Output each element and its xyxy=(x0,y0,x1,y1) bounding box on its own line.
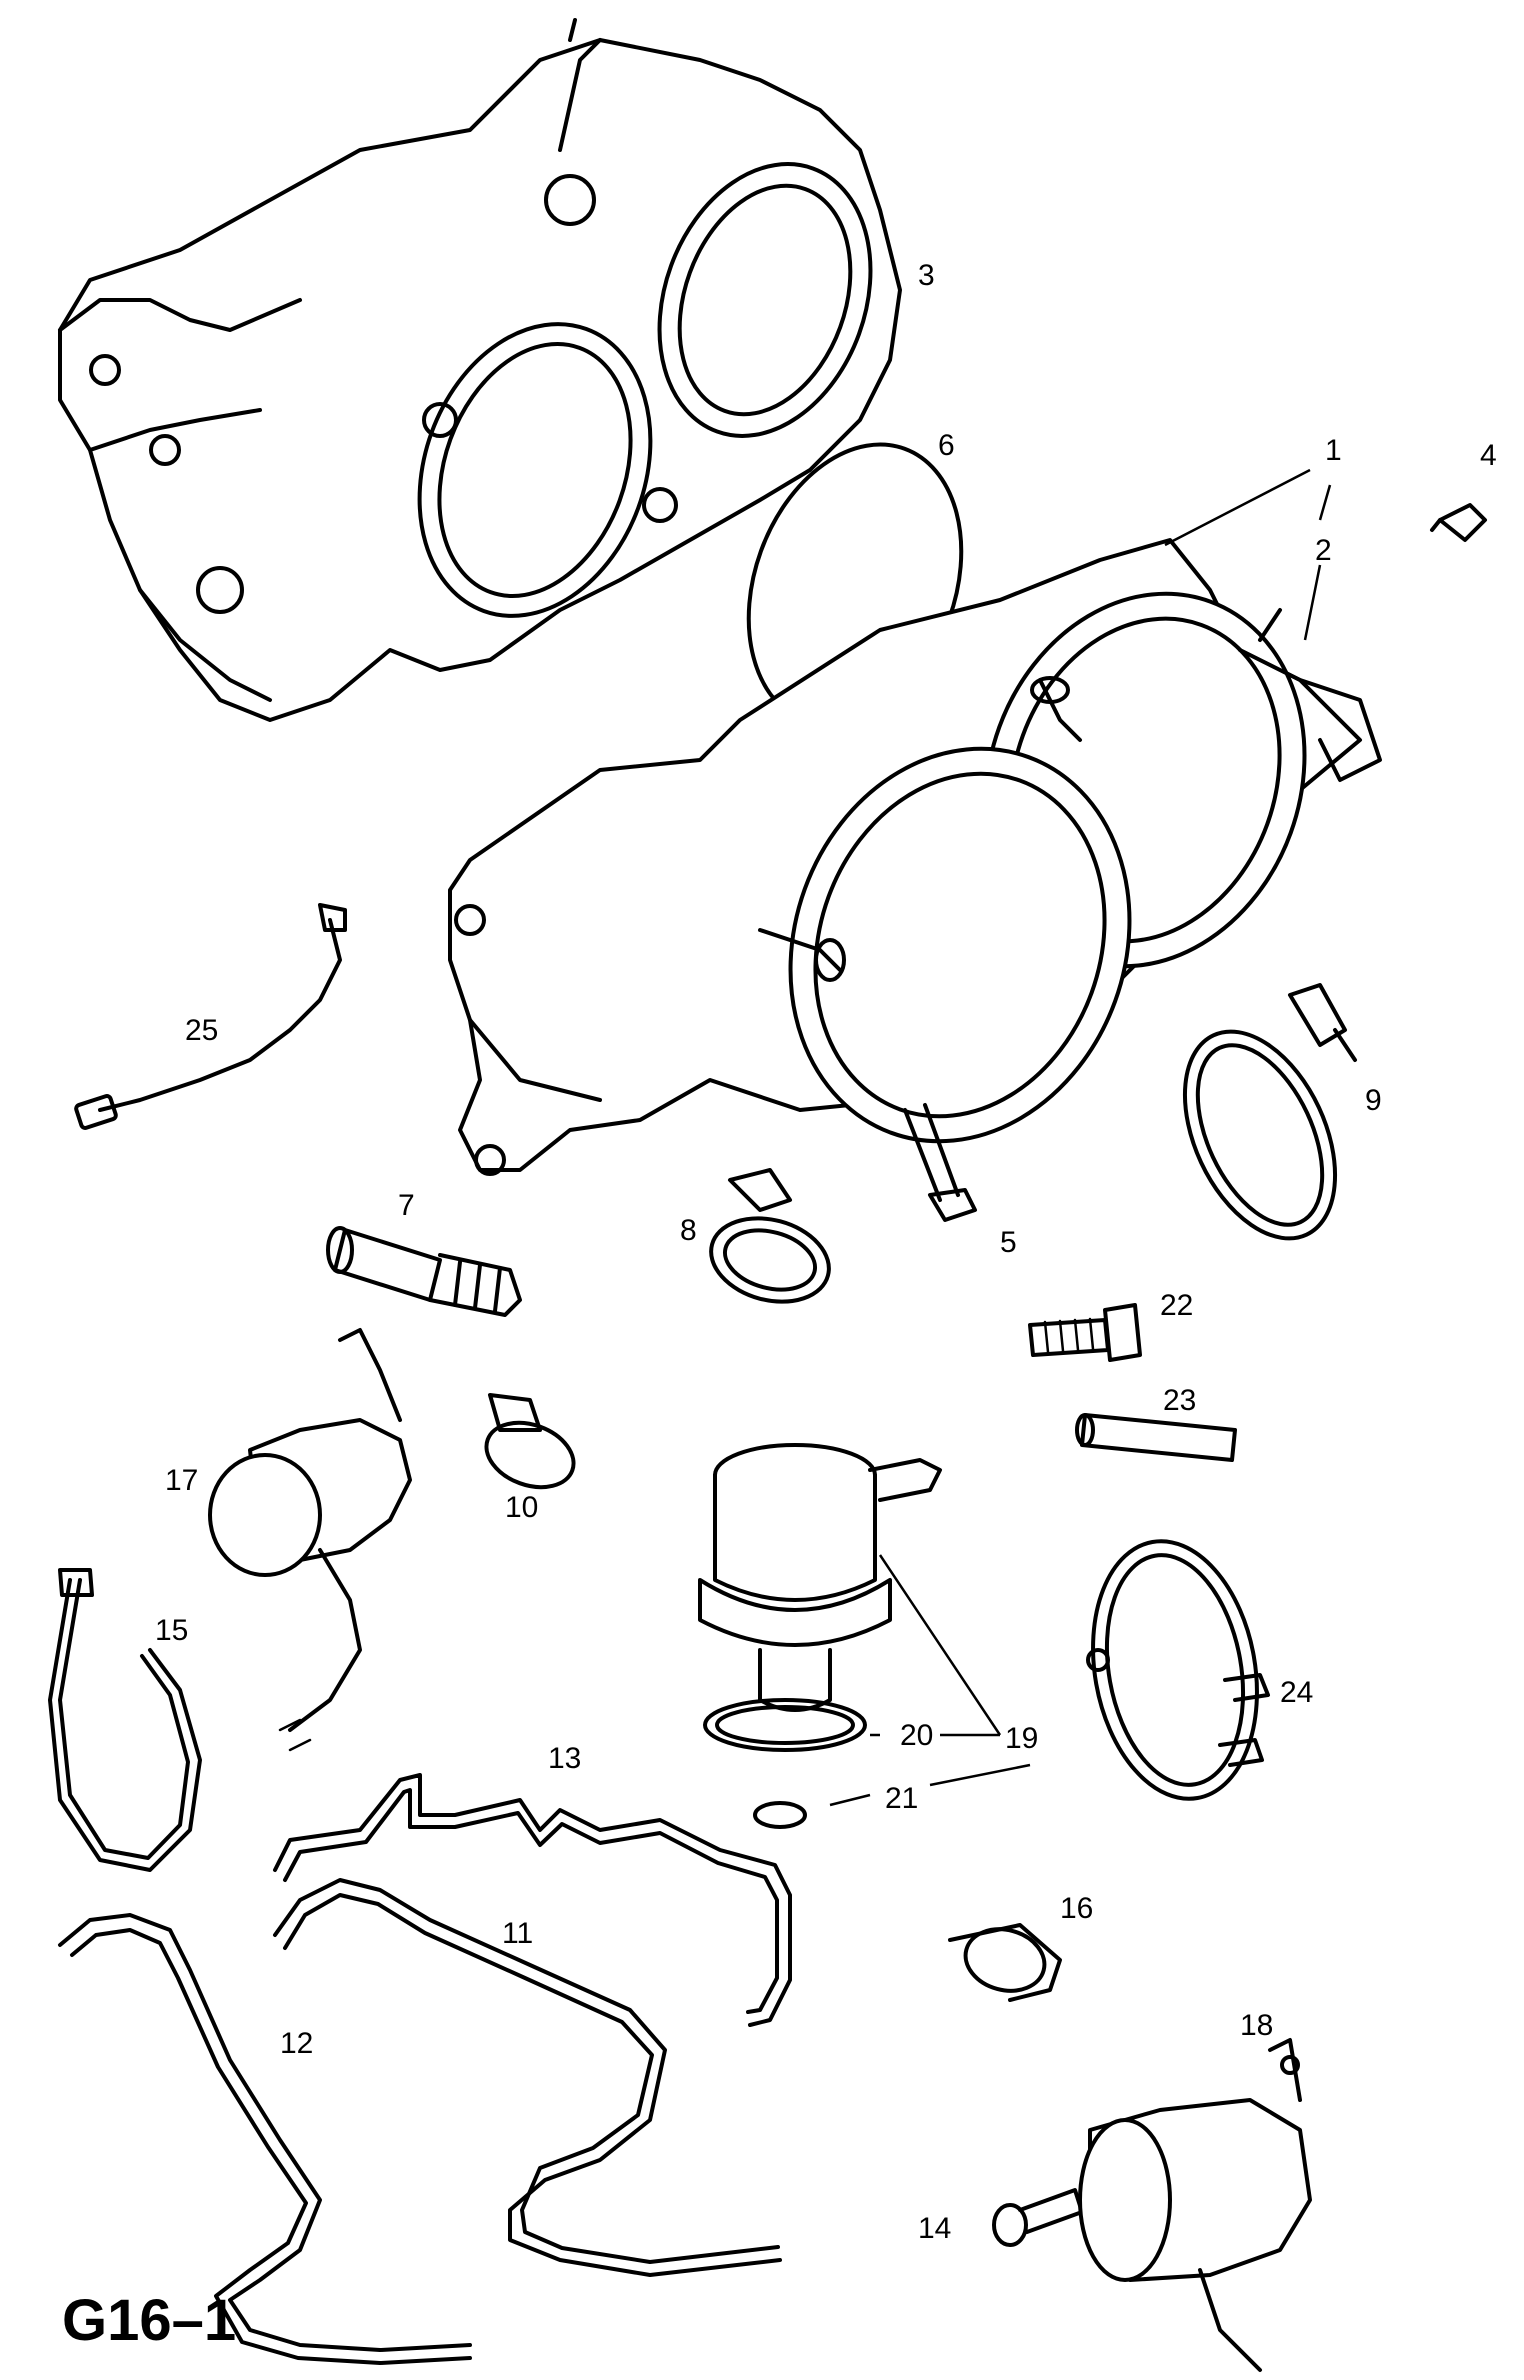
throttle-housing-3 xyxy=(58,18,902,722)
callout-4: 4 xyxy=(1480,439,1497,472)
callout-19: 19 xyxy=(1005,1722,1038,1755)
callout-23: 23 xyxy=(1163,1384,1196,1417)
callout-3: 3 xyxy=(918,259,935,292)
callout-18: 18 xyxy=(1240,2009,1273,2042)
hose-23 xyxy=(1075,1413,1237,1462)
hose-clamp-10 xyxy=(484,1393,576,1490)
callout-15: 15 xyxy=(155,1614,188,1647)
throttle-body-1 xyxy=(448,538,1382,1176)
damper-19 xyxy=(698,1443,942,1712)
cable-tie-15 xyxy=(48,1568,202,1872)
callout-1: 1 xyxy=(1325,434,1342,467)
callout-16: 16 xyxy=(1060,1892,1093,1925)
valve-18 xyxy=(1078,2038,1312,2372)
callout-17: 17 xyxy=(165,1464,198,1497)
clip-16 xyxy=(948,1923,1062,2002)
bracket-24 xyxy=(1086,1539,1270,1801)
callout-25: 25 xyxy=(185,1014,218,1047)
hose-12 xyxy=(58,1913,472,2352)
callout-11: 11 xyxy=(502,1917,533,1950)
hose-clamp-9 xyxy=(1182,983,1357,1241)
callout-9: 9 xyxy=(1365,1084,1382,1117)
hose-11 xyxy=(273,1878,782,2277)
leader-lines xyxy=(829,468,1332,1807)
callout-2: 2 xyxy=(1315,534,1332,567)
callout-7: 7 xyxy=(398,1189,415,1222)
screw-4 xyxy=(1430,503,1487,542)
washer-21 xyxy=(753,1801,807,1829)
callout-13: 13 xyxy=(548,1742,581,1775)
callout-24: 24 xyxy=(1280,1676,1313,1709)
callout-8: 8 xyxy=(680,1214,697,1247)
callout-labels: 1 2 3 4 5 6 7 8 9 10 11 12 13 14 15 16 1… xyxy=(155,259,1497,2245)
callout-20: 20 xyxy=(900,1719,933,1752)
hose-clamp-8 xyxy=(709,1168,831,1304)
callout-10: 10 xyxy=(505,1491,538,1524)
figure-id: G16–1 xyxy=(62,2288,236,2353)
callout-22: 22 xyxy=(1160,1289,1193,1322)
screw-5 xyxy=(903,1103,977,1222)
screw-14 xyxy=(992,2188,1084,2247)
screw-22 xyxy=(1028,1303,1142,1362)
hose-connector-7 xyxy=(326,1226,522,1317)
seal-ring-20 xyxy=(703,1698,867,1752)
callout-5: 5 xyxy=(1000,1226,1017,1259)
callout-21: 21 xyxy=(885,1782,918,1815)
hose-13 xyxy=(273,1773,792,2027)
wiring-25 xyxy=(74,903,347,1130)
callout-6: 6 xyxy=(938,429,955,462)
valve-17 xyxy=(208,1328,412,1752)
callout-14: 14 xyxy=(918,2212,951,2245)
callout-12: 12 xyxy=(280,2027,313,2060)
